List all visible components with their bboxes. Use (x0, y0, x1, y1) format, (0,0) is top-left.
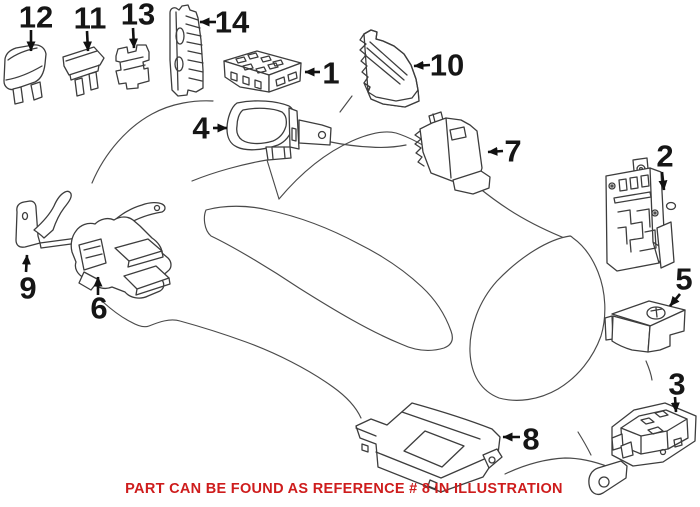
body-fragment-lower-right (645, 360, 653, 381)
caption-text: PART CAN BE FOUND AS REFERENCE # 8 IN IL… (125, 481, 563, 497)
part-label-8: 8 (522, 421, 540, 457)
arrow-to-part-2 (658, 171, 668, 191)
part-7-drawing (414, 111, 491, 195)
part-6-drawing (70, 201, 172, 299)
part-14-drawing (169, 4, 204, 97)
part-3-drawing (588, 402, 697, 496)
windshield-outline (203, 205, 453, 351)
part-label-6: 6 (90, 290, 108, 326)
part-label-12: 12 (18, 0, 54, 35)
part-label-7: 7 (504, 133, 522, 169)
part-label-11: 11 (73, 0, 107, 36)
arrow-to-part-10 (413, 60, 431, 70)
side-window-outline (469, 235, 606, 401)
arrow-to-part-9 (21, 254, 31, 273)
part-10-drawing (359, 29, 420, 108)
arrow-to-part-3 (670, 396, 680, 413)
arrow-to-part-5 (669, 293, 681, 307)
part-label-1: 1 (322, 55, 340, 91)
part-label-10: 10 (429, 47, 465, 83)
part-label-13: 13 (120, 0, 156, 32)
roof-arc (278, 131, 578, 244)
part-label-9: 9 (19, 270, 37, 306)
body-fragment-right (577, 431, 592, 456)
part-4-drawing (226, 100, 332, 161)
rocker-line (102, 301, 362, 419)
part-13-drawing (115, 44, 150, 90)
part-label-14: 14 (214, 4, 250, 40)
arrow-to-part-11 (83, 30, 93, 52)
a-pillar-line (191, 159, 280, 200)
part-label-5: 5 (675, 261, 693, 297)
part-8-drawing (355, 402, 503, 493)
part-9-drawing (15, 190, 87, 249)
fender-line (91, 100, 214, 184)
part-12-drawing (3, 44, 47, 105)
part-2-drawing (605, 157, 677, 272)
arrow-to-part-7 (487, 146, 504, 156)
arrow-to-part-13 (129, 27, 139, 49)
part-label-4: 4 (192, 110, 210, 146)
car-body-outline (91, 95, 653, 475)
part-label-3: 3 (668, 366, 686, 402)
part-1-drawing (223, 50, 302, 93)
part-11-drawing (62, 46, 105, 97)
hood-fragment (339, 95, 353, 113)
part-label-2: 2 (656, 138, 674, 174)
part-5-drawing (604, 300, 686, 353)
lower-body-line (504, 457, 610, 475)
